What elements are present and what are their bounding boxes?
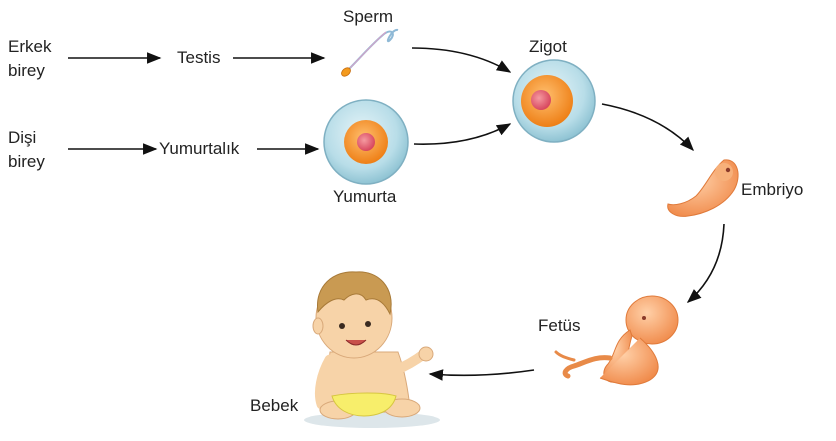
arrow-sperm-to-zygote (411, 47, 512, 73)
male-individual-label-line2: birey (8, 61, 45, 80)
baby-illustration (304, 271, 440, 428)
female-individual-label: Dişi birey (8, 126, 45, 174)
arrow-fetus-to-baby (428, 369, 535, 381)
embryo-label: Embriyo (741, 180, 804, 199)
arrow-egg-to-zygote (413, 123, 512, 145)
ovary-label: Yumurtalık (159, 139, 240, 158)
male-individual-label: Erkek birey (8, 35, 51, 83)
fetus-label: Fetüs (538, 316, 581, 335)
arrow-embryo-to-fetus (686, 223, 725, 303)
zygote-label: Zigot (529, 37, 567, 56)
egg-cell-illustration (323, 99, 409, 185)
testis-label: Testis (177, 48, 221, 67)
zygote-illustration (512, 59, 596, 143)
fetus-illustration (554, 295, 679, 386)
egg-label: Yumurta (333, 187, 397, 206)
baby-label: Bebek (250, 396, 299, 415)
female-individual-label-line2: birey (8, 152, 45, 171)
sperm-label: Sperm (343, 7, 394, 26)
female-individual-label-line1: Dişi (8, 128, 37, 147)
male-individual-label-line1: Erkek (8, 37, 52, 56)
sperm-illustration (341, 28, 399, 77)
embryo-illustration (667, 159, 739, 217)
arrow-zygote-to-embryo (601, 103, 694, 152)
